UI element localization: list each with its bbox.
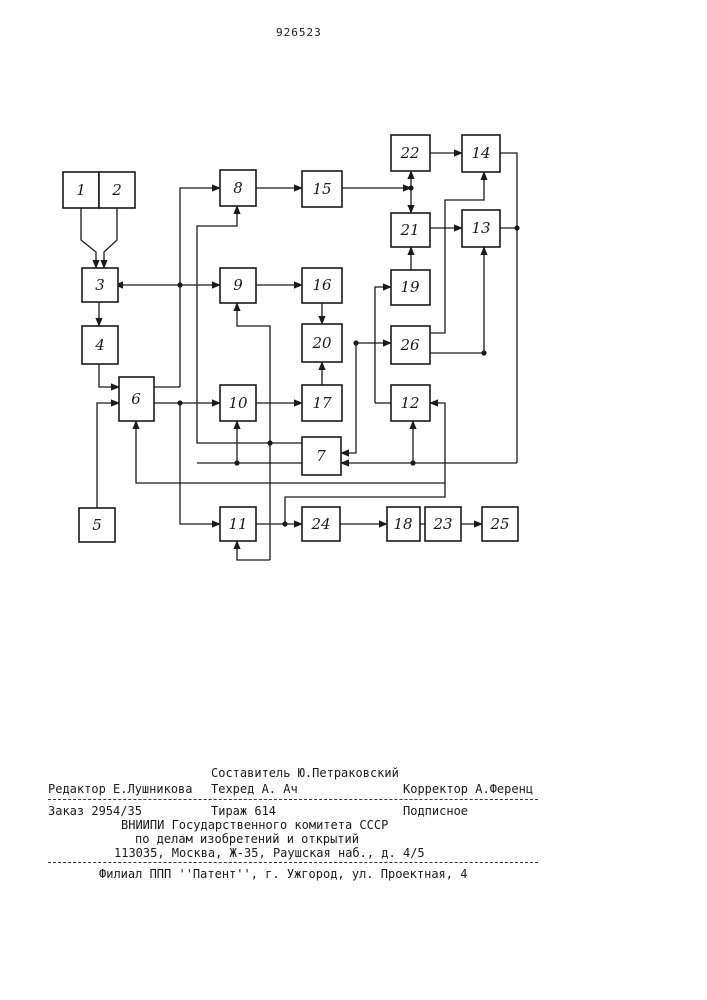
editor-line: Редактор Е.Лушникова: [48, 782, 193, 796]
organization-line: ВНИИПИ Государственного комитета СССР: [121, 818, 388, 832]
order-line: Заказ 2954/35: [48, 804, 142, 818]
address-line: 113035, Москва, Ж-35, Раушская наб., д. …: [114, 846, 425, 860]
separator-line: [48, 799, 538, 800]
circulation-line: Тираж 614: [211, 804, 276, 818]
techred-line: Техред А. Ач: [211, 782, 298, 796]
subscription-line: Подписное: [403, 804, 468, 818]
compiler-line: Составитель Ю.Петраковский: [211, 766, 399, 780]
corrector-line: Корректор А.Ференц: [403, 782, 533, 796]
branch-line: Филиал ППП ''Патент'', г. Ужгород, ул. П…: [99, 867, 467, 881]
separator-line: [48, 862, 538, 863]
organization-line-2: по делам изобретений и открытий: [135, 832, 359, 846]
